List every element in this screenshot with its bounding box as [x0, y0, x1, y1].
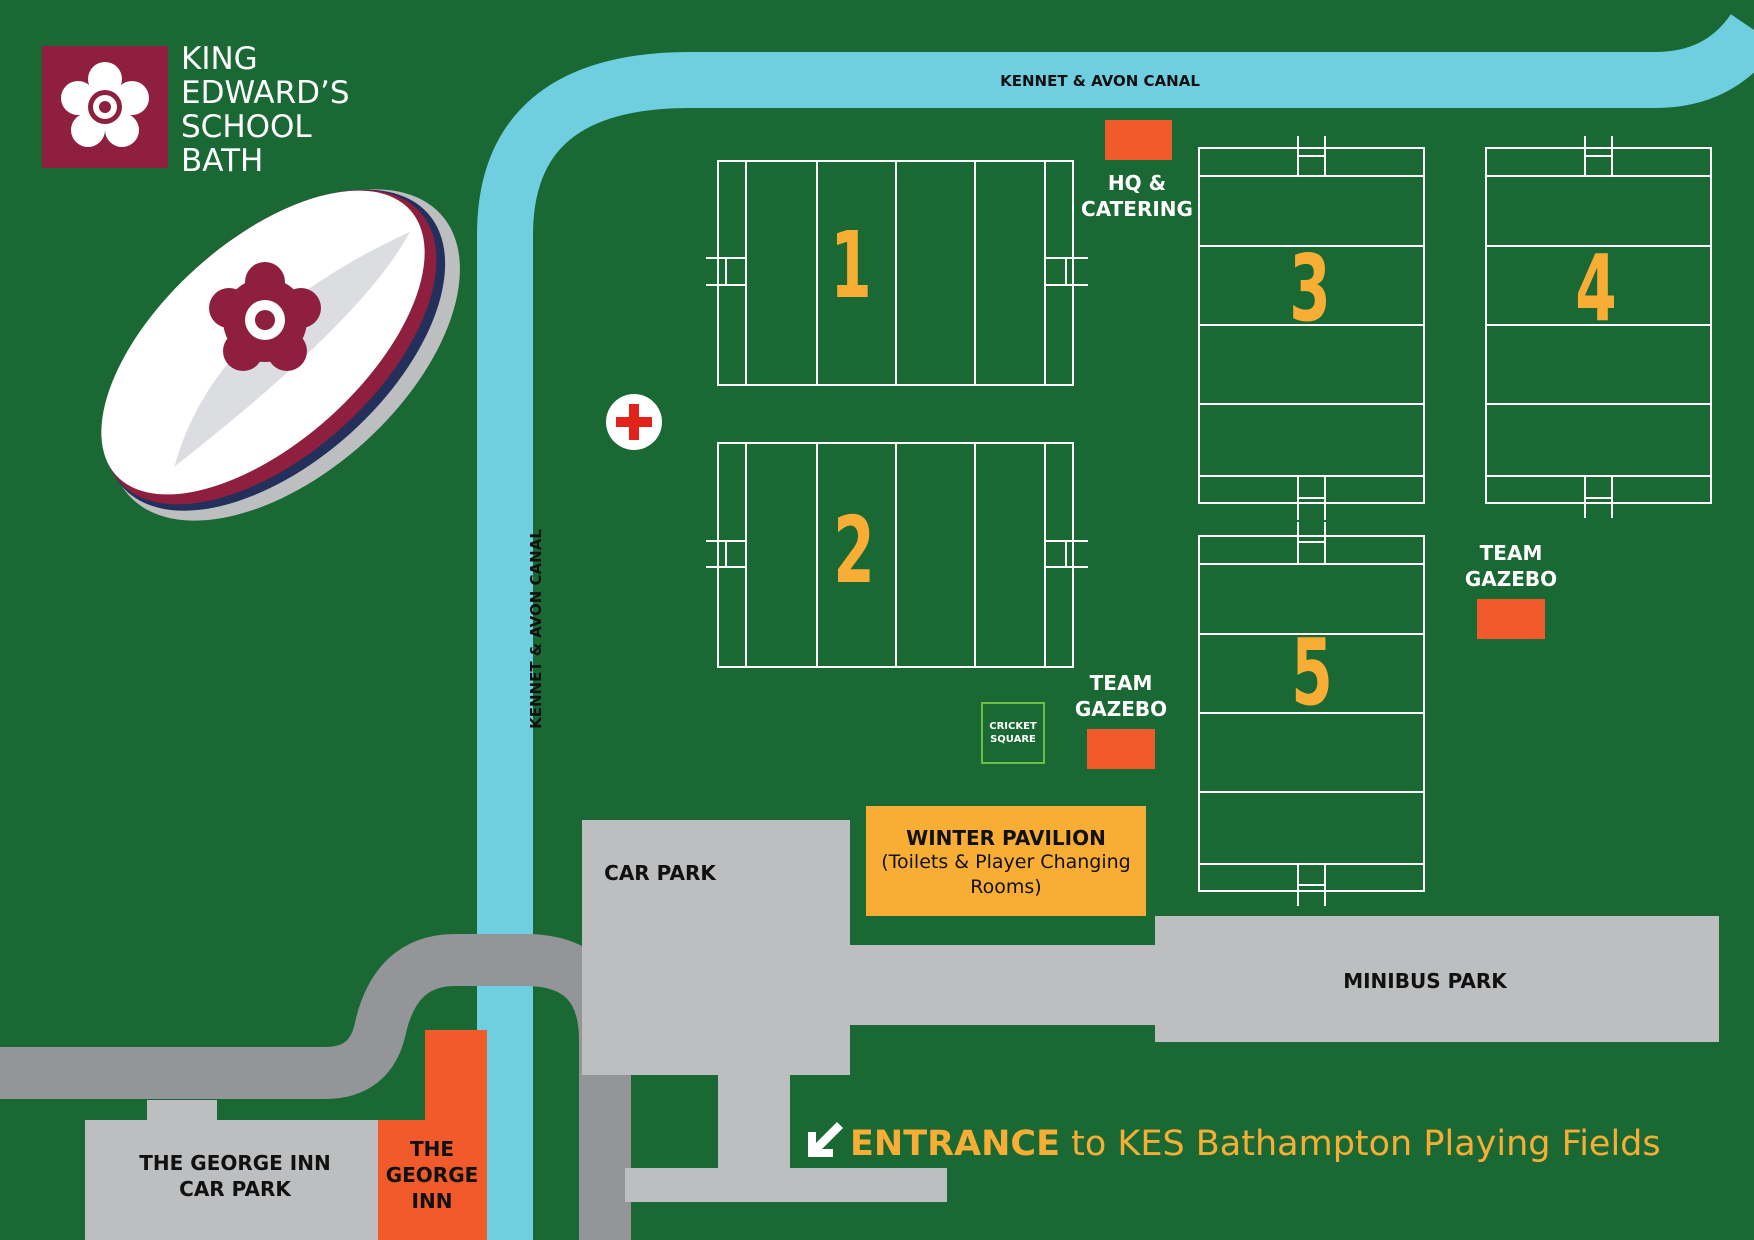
canal [477, 13, 1754, 1240]
pitch-number-3: 3 [1289, 235, 1331, 342]
canal-label-side: KENNET & AVON CANAL [527, 529, 545, 729]
pitch-3-outline [1198, 136, 1425, 520]
pitch-number-5: 5 [1291, 619, 1333, 726]
hq-catering-label: HQ & CATERING [1081, 171, 1193, 221]
pitch-number-4: 4 [1575, 235, 1617, 342]
pitch-4-outline [1485, 136, 1712, 518]
team-gazebo-label-b: TEAM GAZEBO [1464, 541, 1558, 591]
george-inn-car-park-label: THE GEORGE INN CAR PARK [139, 1151, 331, 1201]
team-gazebo-label-a: TEAM GAZEBO [1074, 671, 1168, 721]
buildings [378, 120, 1172, 1240]
team-gazebo-b [1477, 599, 1545, 639]
pitch-5-outline [1198, 522, 1425, 906]
tudor-rose-icon [209, 262, 321, 371]
team-gazebo-a [1087, 729, 1155, 769]
george-inn-label: THE GEORGE INN [385, 1137, 479, 1213]
school-name: KING EDWARD’S SCHOOL BATH [181, 41, 350, 179]
winter-pavilion: WINTER PAVILION (Toilets & Player Changi… [866, 806, 1146, 916]
school-logo [42, 46, 168, 168]
pitches [706, 136, 1712, 906]
entrance-label: ENTRANCE to KES Bathampton Playing Field… [850, 1124, 1661, 1164]
pitch-2-outline [706, 442, 1088, 668]
parking-areas [85, 820, 1719, 1240]
car-park-label: CAR PARK [604, 861, 716, 885]
tudor-rose-icon [61, 62, 149, 147]
cricket-square: CRICKET SQUARE [981, 702, 1045, 764]
pitch-1-outline [706, 160, 1088, 386]
rugby-ball-illustration [101, 189, 460, 521]
pitch-number-1: 1 [830, 212, 872, 319]
pitch-number-2: 2 [833, 497, 875, 604]
first-aid-cross-icon [606, 394, 662, 450]
arrow-down-left-icon [808, 1122, 843, 1157]
minibus-park-label: MINIBUS PARK [1343, 969, 1507, 993]
canal-label-top: KENNET & AVON CANAL [1000, 72, 1200, 90]
